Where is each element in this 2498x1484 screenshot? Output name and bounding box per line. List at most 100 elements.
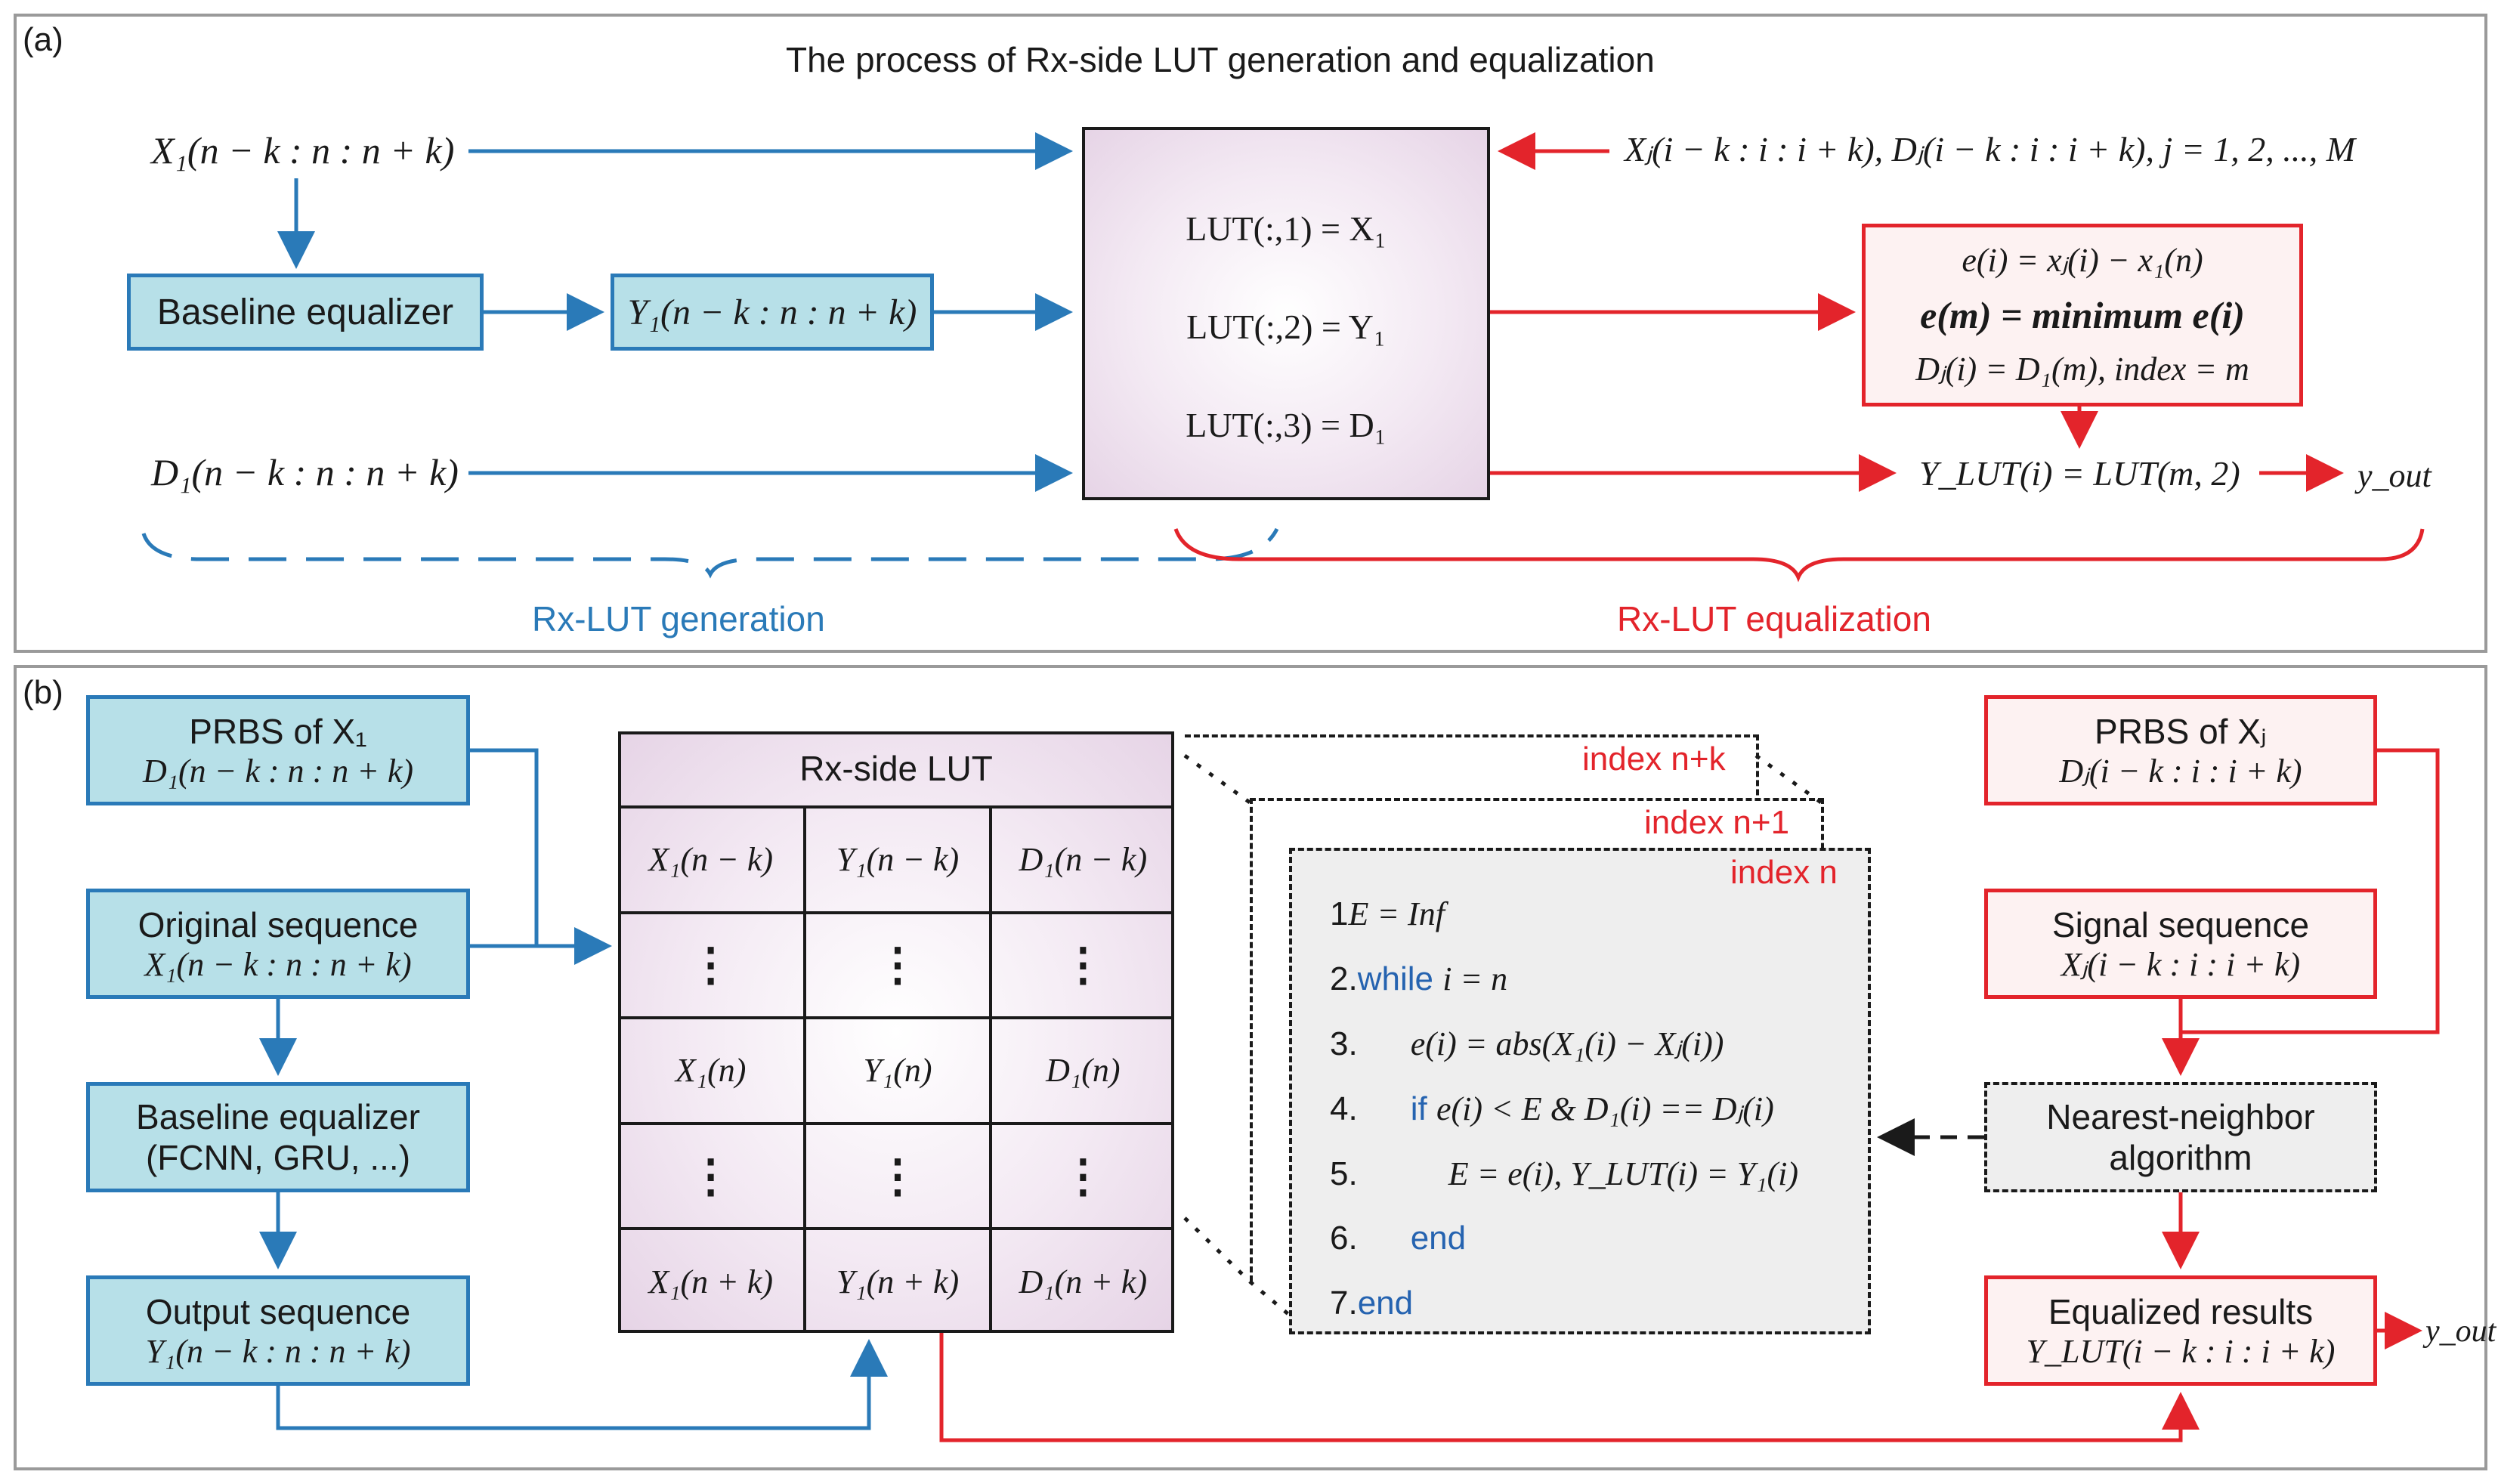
input-x1: X₁(n − k : n : n + k) bbox=[151, 129, 455, 172]
prbs-xj-title: PRBS of Xⱼ bbox=[2095, 711, 2267, 751]
error-line-2: e(m) = minimum e(i) bbox=[1920, 294, 2245, 336]
algo-line-number: 7. bbox=[1330, 1285, 1358, 1322]
algo-body: e(i) = abs(X₁(i) − Xⱼ(i)) bbox=[1410, 1025, 1724, 1062]
lut-line-1: LUT(:,1) = X₁ bbox=[1186, 209, 1387, 248]
algo-line-7: 7.end bbox=[1330, 1285, 1413, 1322]
dots-top-left bbox=[1183, 753, 1251, 805]
lut-cell-r0-c1: Y₁(n − k) bbox=[803, 805, 989, 911]
original-sequence-box: Original sequence X₁(n − k : n : n + k) bbox=[86, 889, 470, 999]
algo-line-number: 6. bbox=[1330, 1220, 1358, 1257]
prbs-xj-seq: Dⱼ(i − k : i : i + k) bbox=[2059, 752, 2302, 790]
lut-cell-r4-c0: X₁(n + k) bbox=[618, 1227, 804, 1333]
rx-side-lut-title: Rx-side LUT bbox=[799, 749, 993, 788]
prbs-x1-box: PRBS of X₁ D₁(n − k : n : n + k) bbox=[86, 695, 470, 805]
lut-line-3: LUT(:,3) = D₁ bbox=[1186, 406, 1387, 444]
error-line-3: Dⱼ(i) = D₁(m), index = m bbox=[1915, 351, 2249, 388]
rx-lut-equalization-label: Rx-LUT equalization bbox=[1617, 599, 1931, 638]
lut-cell-r2-c0: X₁(n) bbox=[618, 1016, 804, 1122]
panel-a bbox=[14, 14, 2487, 653]
yout-label-a: y_out bbox=[2357, 457, 2432, 494]
line-prbs-merge bbox=[470, 748, 539, 946]
lut-cell-r0-c2: D₁(n − k) bbox=[988, 805, 1174, 911]
nearest-neighbor-box: Nearest-neighbor algorithm bbox=[1984, 1082, 2377, 1192]
panel-b-label: (b) bbox=[23, 674, 63, 711]
algo-body: i = n bbox=[1442, 960, 1508, 997]
lut-box bbox=[1082, 127, 1490, 500]
brace-equalization bbox=[1173, 528, 2425, 583]
signal-sequence-title: Signal sequence bbox=[2051, 904, 2310, 945]
signal-sequence-seq: Xⱼ(i − k : i : i + k) bbox=[2061, 945, 2301, 983]
algo-keyword: while bbox=[1357, 960, 1443, 997]
algo-line-number: 1 bbox=[1330, 895, 1349, 932]
ylut-label: Y_LUT(i) = LUT(m, 2) bbox=[1919, 454, 2240, 493]
equalized-results-seq: Y_LUT(i − k : i : i + k) bbox=[2026, 1332, 2336, 1370]
signal-sequence-box: Signal sequence Xⱼ(i − k : i : i + k) bbox=[1984, 889, 2377, 999]
nearest-neighbor-title: Nearest-neighbor bbox=[2046, 1097, 2315, 1136]
algo-line-number: 4. bbox=[1330, 1090, 1358, 1127]
arrow-output-to-lut bbox=[276, 1339, 888, 1430]
yout-label-b: y_out bbox=[2425, 1314, 2496, 1349]
algo-keyword: end bbox=[1357, 1285, 1414, 1322]
baseline-equalizer-box: Baseline equalizer bbox=[127, 274, 484, 351]
output-sequence-seq: Y₁(n − k : n : n + k) bbox=[145, 1332, 411, 1370]
output-sequence-box: Output sequence Y₁(n − k : n : n + k) bbox=[86, 1275, 470, 1386]
dots-bottom-mid bbox=[1248, 1280, 1291, 1316]
lut-cell-r0-c0: X₁(n − k) bbox=[618, 805, 804, 911]
lut-line-2: LUT(:,2) = Y₁ bbox=[1186, 308, 1386, 346]
lut-cell-r3-c0: ⋮ bbox=[618, 1121, 804, 1228]
algo-line-2: 2.while i = n bbox=[1330, 960, 1507, 998]
brace-generation bbox=[141, 527, 1279, 579]
algo-line-3: 3. e(i) = abs(X₁(i) − Xⱼ(i)) bbox=[1330, 1025, 1724, 1063]
rx-lut-generation-label: Rx-LUT generation bbox=[532, 599, 825, 638]
input-d1: D₁(n − k : n : n + k) bbox=[151, 451, 459, 493]
algo-line-number: 5. bbox=[1330, 1155, 1358, 1192]
algo-keyword: if bbox=[1410, 1090, 1436, 1127]
algo-line-6: 6. end bbox=[1330, 1220, 1466, 1257]
dots-top-right bbox=[1754, 753, 1822, 805]
algo-card-front bbox=[1289, 848, 1871, 1334]
panel-a-label: (a) bbox=[23, 21, 63, 58]
error-line-1: e(i) = xⱼ(i) − x₁(n) bbox=[1962, 242, 2203, 279]
line-prbs-xj bbox=[2181, 748, 2440, 1034]
algo-keyword: end bbox=[1410, 1220, 1467, 1257]
lut-cell-r2-c2: D₁(n) bbox=[988, 1016, 1174, 1122]
dots-bottom-left bbox=[1183, 1217, 1251, 1283]
panel-a-title: The process of Rx-side LUT generation an… bbox=[786, 40, 1655, 79]
lut-cell-r1-c1: ⋮ bbox=[803, 910, 989, 1017]
rx-side-lut-table bbox=[618, 731, 1174, 1333]
original-sequence-seq: X₁(n − k : n : n + k) bbox=[144, 945, 412, 983]
algo-line-number: 3. bbox=[1330, 1025, 1358, 1062]
equalized-results-title: Equalized results bbox=[2048, 1291, 2314, 1331]
baseline-equalizer-b-sub: (FCNN, GRU, ...) bbox=[145, 1138, 411, 1177]
y1-sequence-label: Y₁(n − k : n : n + k) bbox=[627, 292, 917, 332]
algo-line-1: 1E = Inf bbox=[1330, 895, 1445, 933]
lut-cell-r3-c1: ⋮ bbox=[803, 1121, 989, 1228]
prbs-x1-title: PRBS of X₁ bbox=[189, 711, 367, 751]
lut-cell-r1-c0: ⋮ bbox=[618, 910, 804, 1017]
output-sequence-title: Output sequence bbox=[145, 1291, 411, 1331]
algo-line-5: 5. E = e(i), Y_LUT(i) = Y₁(i) bbox=[1330, 1155, 1798, 1193]
index-label-n-plus-1: index n+1 bbox=[1644, 804, 1790, 841]
prbs-x1-seq: D₁(n − k : n : n + k) bbox=[142, 752, 414, 790]
prbs-xj-box: PRBS of Xⱼ Dⱼ(i − k : i : i + k) bbox=[1984, 695, 2377, 805]
y1-sequence-box: Y₁(n − k : n : n + k) bbox=[611, 274, 934, 351]
algo-body: e(i) < E & D₁(i) == Dⱼ(i) bbox=[1436, 1090, 1774, 1127]
lut-cell-r1-c2: ⋮ bbox=[988, 910, 1174, 1017]
algo-line-4: 4. if e(i) < E & D₁(i) == Dⱼ(i) bbox=[1330, 1090, 1774, 1128]
nearest-neighbor-sub: algorithm bbox=[2109, 1138, 2252, 1177]
error-box: e(i) = xⱼ(i) − x₁(n) e(m) = minimum e(i)… bbox=[1862, 224, 2303, 407]
original-sequence-title: Original sequence bbox=[138, 904, 419, 945]
baseline-equalizer-b-box: Baseline equalizer (FCNN, GRU, ...) bbox=[86, 1082, 470, 1192]
lut-cell-r4-c2: D₁(n + k) bbox=[988, 1227, 1174, 1333]
rx-input-label: Xⱼ(i − k : i : i + k), Dⱼ(i − k : i : i … bbox=[1625, 130, 2356, 168]
algo-body: E = e(i), Y_LUT(i) = Y₁(i) bbox=[1448, 1155, 1799, 1192]
index-label-n: index n bbox=[1730, 854, 1838, 891]
panel-b bbox=[14, 665, 2487, 1470]
algo-line-number: 2. bbox=[1330, 960, 1358, 997]
baseline-equalizer-label: Baseline equalizer bbox=[156, 292, 454, 332]
baseline-equalizer-b-title: Baseline equalizer bbox=[136, 1097, 420, 1136]
equalized-results-box: Equalized results Y_LUT(i − k : i : i + … bbox=[1984, 1275, 2377, 1386]
index-label-n-plus-k: index n+k bbox=[1582, 740, 1726, 778]
lut-cell-r2-c1: Y₁(n) bbox=[803, 1016, 989, 1122]
